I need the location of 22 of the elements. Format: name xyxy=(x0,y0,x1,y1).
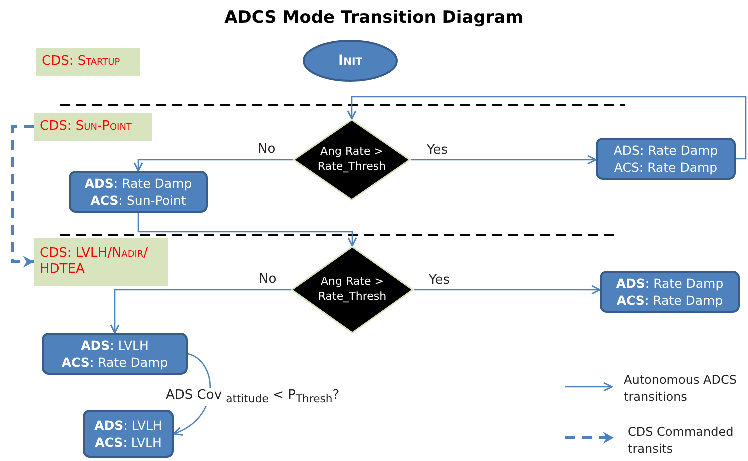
mode-box: ADS: LVLH ACS: LVLH xyxy=(83,410,174,458)
edge-label: ADS Cov $_{attitude}$ < P$_{Thresh}$? xyxy=(165,388,341,406)
mode-command-label: CDS: Startup xyxy=(36,48,140,76)
arrow xyxy=(411,155,597,165)
mode-box: ADS: Rate Damp ACS: Rate Damp xyxy=(596,138,736,180)
decision-text: Ang Rate > Rate_Thresh xyxy=(317,275,388,305)
legend-text: Autonomous ADCS transitions xyxy=(624,372,738,406)
mode-box: ADS: Rate Damp ACS: Sun-Point xyxy=(69,171,208,213)
arrow xyxy=(138,213,358,247)
mode-command-label: CDS: LVLH/Nadir/ HDTEA xyxy=(34,238,168,286)
legend-text: CDS Commanded transits xyxy=(628,424,735,458)
mode-command-label: CDS: Sun-Point xyxy=(34,113,152,141)
diagram-title: ADCS Mode Transition Diagram xyxy=(224,8,524,28)
arrow xyxy=(414,285,601,295)
state-label: Init xyxy=(338,53,363,69)
mode-box: ADS: Rate Damp ACS: Rate Damp xyxy=(600,271,740,313)
decision-text: Ang Rate > Rate_Thresh xyxy=(316,145,388,175)
dashed-arrow xyxy=(12,126,34,268)
arrow xyxy=(134,159,293,172)
arrow xyxy=(347,96,747,160)
arrow xyxy=(110,289,291,334)
mode-box: ADS: LVLH ACS: Rate Damp xyxy=(42,333,188,375)
